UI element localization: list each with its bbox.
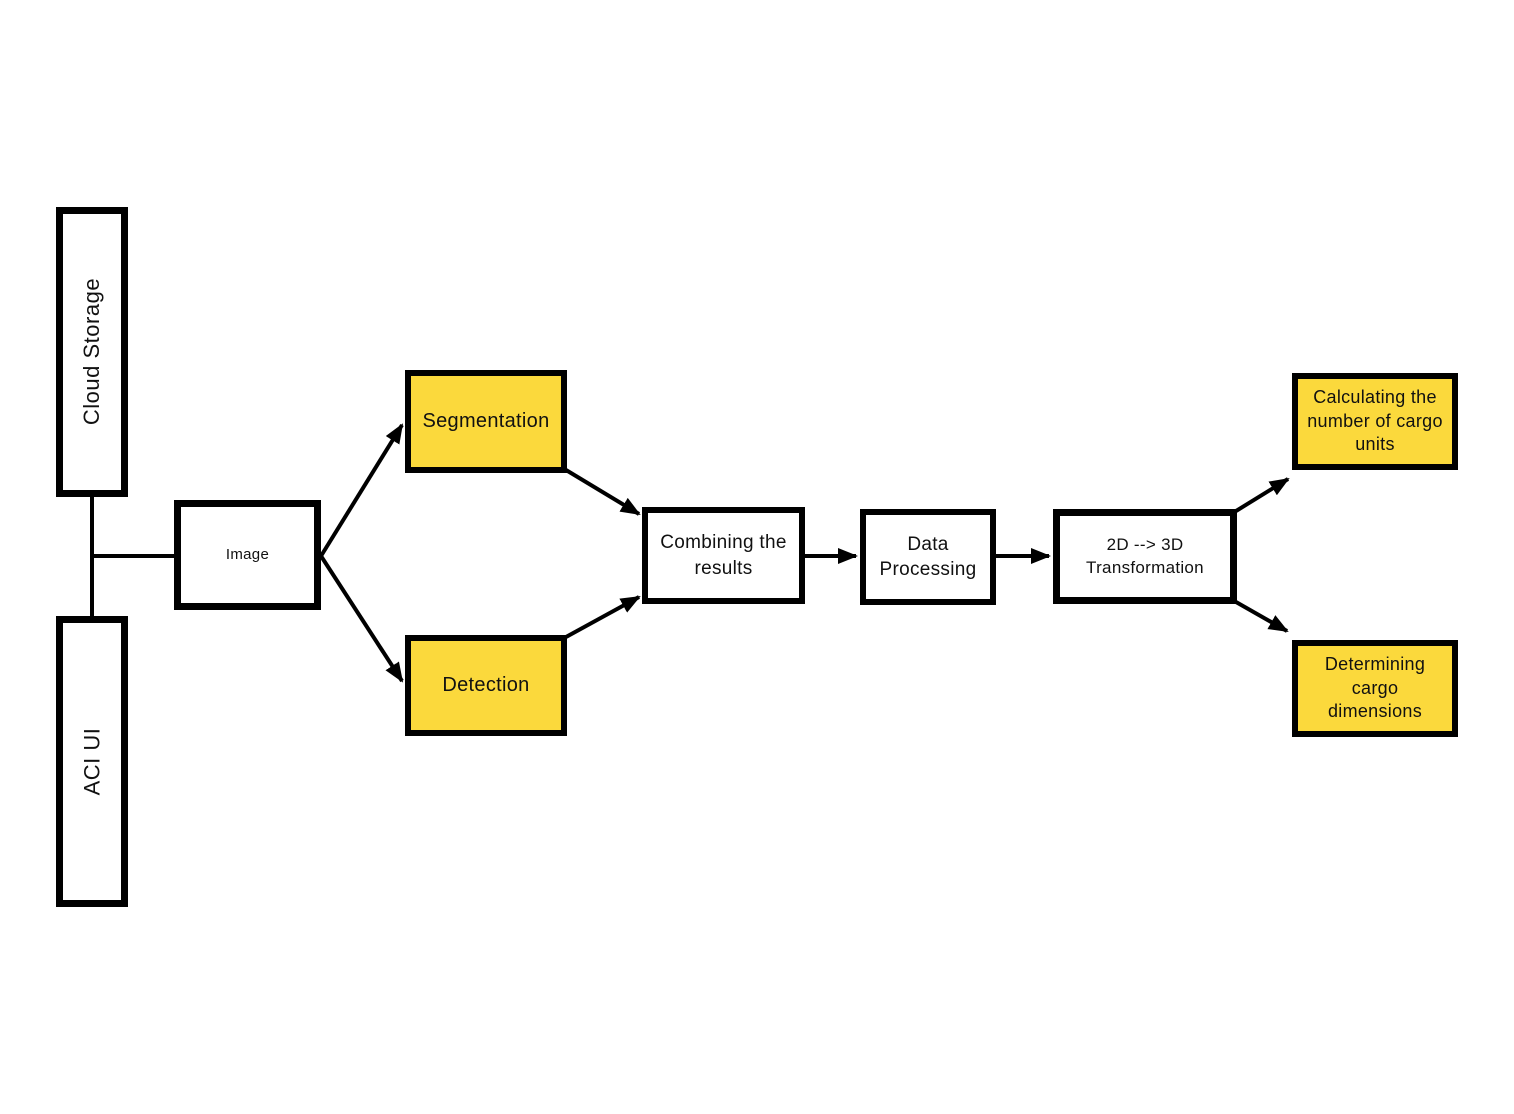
cloud-storage-label: Cloud Storage bbox=[79, 278, 105, 426]
segmentation-label: Segmentation bbox=[422, 410, 550, 433]
arrow-image-segmentation bbox=[319, 423, 404, 558]
node-2d-3d-transformation: 2D --> 3D Transformation bbox=[1053, 509, 1237, 604]
transformation-label-line1: 2D --> 3D bbox=[1106, 535, 1184, 555]
determining-cargo-dimensions-label: Determining cargo dimensions bbox=[1324, 653, 1426, 722]
arrow-transformation-determining bbox=[1235, 600, 1289, 633]
node-determining-cargo-dimensions: Determining cargo dimensions bbox=[1292, 640, 1458, 737]
node-combining-results: Combining the results bbox=[642, 507, 805, 604]
node-aci-ui: ACI UI bbox=[56, 616, 128, 907]
detection-label: Detection bbox=[442, 674, 530, 697]
arrow-transformation-calculating bbox=[1234, 477, 1290, 513]
transformation-label-line2: Transformation bbox=[1086, 557, 1204, 577]
calculating-cargo-units-label: Calculating the number of cargo units bbox=[1307, 386, 1443, 455]
aci-ui-label: ACI UI bbox=[79, 727, 105, 796]
node-detection: Detection bbox=[405, 635, 567, 736]
transformation-label: 2D --> 3D Transformation bbox=[1086, 534, 1204, 579]
node-image: Image bbox=[174, 500, 321, 610]
node-segmentation: Segmentation bbox=[405, 370, 567, 473]
node-data-processing: Data Processing bbox=[860, 509, 996, 605]
image-label: Image bbox=[225, 546, 270, 564]
arrow-image-detection bbox=[319, 554, 404, 683]
combining-results-label: Combining the results bbox=[660, 532, 787, 579]
data-processing-label: Data Processing bbox=[879, 533, 977, 580]
arrow-detection-combining bbox=[565, 595, 641, 639]
node-calculating-cargo-units: Calculating the number of cargo units bbox=[1292, 373, 1458, 470]
arrow-segmentation-combining bbox=[564, 468, 641, 516]
node-cloud-storage: Cloud Storage bbox=[56, 207, 128, 497]
